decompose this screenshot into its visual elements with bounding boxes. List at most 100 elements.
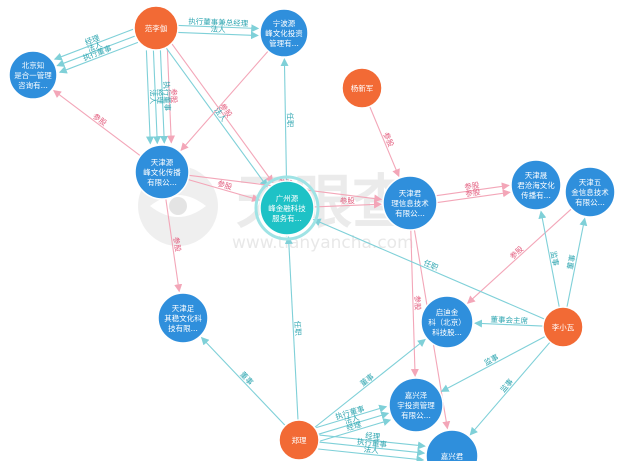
node-circle[interactable] bbox=[564, 166, 616, 218]
node-circle[interactable] bbox=[382, 175, 438, 231]
company-node[interactable]: 天津君理信息技术有限公... bbox=[382, 175, 438, 231]
edge-role bbox=[284, 236, 299, 421]
node-label-line: 有限公... bbox=[395, 208, 425, 218]
node-circle[interactable] bbox=[341, 67, 383, 109]
edge-invest bbox=[166, 49, 176, 144]
node-circle[interactable] bbox=[420, 295, 474, 349]
edge-role bbox=[58, 41, 139, 74]
edge-role bbox=[200, 336, 286, 426]
edge-role bbox=[316, 404, 388, 429]
node-circle[interactable] bbox=[8, 50, 58, 100]
company-node[interactable]: 广州源峰金融科技服务有... bbox=[254, 175, 320, 241]
company-node[interactable]: 嘉兴泽宇投资管理有限公... bbox=[388, 377, 444, 433]
edge-label: 参股 bbox=[464, 179, 481, 191]
edge-label: 任职 bbox=[422, 257, 440, 272]
node-label-line: 服务有... bbox=[272, 213, 302, 223]
edge-role bbox=[566, 217, 588, 308]
edge-invest bbox=[436, 182, 510, 197]
node-highlight-ring bbox=[254, 175, 320, 241]
node-label-line: 天津君 bbox=[399, 189, 422, 198]
edge-invest bbox=[171, 43, 274, 184]
node-circle[interactable] bbox=[259, 180, 315, 236]
node-label-line: 其稳文化科 bbox=[164, 313, 202, 323]
node-circle[interactable] bbox=[542, 306, 584, 348]
company-node[interactable]: 天津足其稳文化科技有限... bbox=[157, 292, 209, 344]
edge-invest bbox=[369, 106, 400, 178]
node-label-line: 君沧海文化 bbox=[517, 180, 555, 190]
node-circle[interactable] bbox=[133, 5, 179, 51]
node-label-line: 峰文化传播 bbox=[143, 167, 181, 177]
node-label-line: 郑理 bbox=[292, 435, 307, 445]
company-node[interactable]: 天津五金信息技术有限公... bbox=[564, 166, 616, 218]
edge-label: 任职 bbox=[293, 320, 304, 336]
node-label-line: 启迪金 bbox=[436, 307, 459, 317]
edge-label: 法人 bbox=[148, 89, 159, 105]
edge-invest bbox=[437, 189, 511, 204]
node-label-line: 广州源 bbox=[276, 193, 299, 203]
edge-label: 参股 bbox=[465, 186, 482, 198]
edge-role bbox=[145, 50, 155, 145]
node-label-line: 杨新军 bbox=[351, 83, 374, 93]
edge-label: 董事 bbox=[358, 371, 376, 388]
edge-label: 参股 bbox=[413, 295, 423, 311]
node-circle[interactable] bbox=[134, 144, 190, 200]
edge-label: 董事 bbox=[565, 253, 578, 270]
company-node[interactable]: 嘉兴君 bbox=[425, 429, 479, 461]
edge-label: 执行董事兼总经理 bbox=[188, 16, 249, 28]
node-label-line: 宇投资管理 bbox=[397, 400, 435, 410]
edge-role bbox=[314, 338, 426, 428]
edge-invest bbox=[165, 198, 183, 293]
node-circle[interactable] bbox=[510, 159, 562, 211]
edge-label: 监事 bbox=[549, 250, 562, 267]
node-circle[interactable] bbox=[259, 8, 309, 58]
person-node[interactable]: 范李伽 bbox=[133, 5, 179, 51]
edge-label: 参股 bbox=[507, 243, 525, 261]
edge-layer bbox=[53, 24, 588, 461]
node-circle[interactable] bbox=[425, 429, 479, 461]
person-node[interactable]: 杨新军 bbox=[341, 67, 383, 109]
edge-label: 参股 bbox=[91, 111, 109, 128]
node-label-line: 嘉兴君 bbox=[441, 451, 464, 461]
edge-label: 经理 bbox=[365, 430, 381, 442]
node-label-line: 天津足 bbox=[172, 304, 195, 313]
node-label-line: 传播有... bbox=[521, 190, 551, 200]
edge-invest bbox=[313, 200, 382, 209]
edge-invest bbox=[187, 178, 261, 202]
edge-role bbox=[159, 49, 169, 144]
node-circle[interactable] bbox=[278, 419, 320, 461]
company-node[interactable]: 启迪金科（北京）科技股... bbox=[420, 295, 474, 349]
node-circle[interactable] bbox=[157, 292, 209, 344]
edge-label: 董事会主席 bbox=[490, 314, 528, 326]
node-label-line: 金信息技术 bbox=[571, 187, 609, 197]
person-node[interactable]: 李小瓦 bbox=[542, 306, 584, 348]
company-node[interactable]: 宁波源峰文化投资管理有... bbox=[259, 8, 309, 58]
edge-label: 参股 bbox=[340, 195, 356, 206]
node-label-line: 峰金融科技 bbox=[268, 203, 306, 213]
person-node[interactable]: 郑理 bbox=[278, 419, 320, 461]
edge-invest bbox=[410, 229, 419, 377]
edge-role bbox=[440, 335, 546, 392]
node-label-line: 嘉兴泽 bbox=[405, 390, 428, 400]
edge-label: 参股 bbox=[169, 88, 180, 104]
edge-label: 董事 bbox=[238, 369, 256, 387]
node-label-line: 李小瓦 bbox=[552, 322, 575, 332]
company-node[interactable]: 北京知是合一管理咨询有... bbox=[8, 50, 58, 100]
company-node[interactable]: 天津源峰文化传播有限公... bbox=[134, 144, 190, 200]
node-label-line: 宁波源 bbox=[273, 18, 296, 28]
edge-label: 监事 bbox=[498, 376, 516, 394]
edge-label: 执行董事 bbox=[357, 436, 388, 449]
edge-role bbox=[319, 434, 426, 450]
edge-role bbox=[152, 50, 162, 145]
company-node[interactable]: 天津晟君沧海文化传播有... bbox=[510, 159, 562, 211]
edge-label: 任职 bbox=[285, 112, 295, 128]
edge-label: 执行董事 bbox=[162, 81, 173, 112]
node-circle[interactable] bbox=[388, 377, 444, 433]
edge-role bbox=[280, 58, 289, 182]
node-label-line: 天津晟 bbox=[525, 171, 548, 180]
edge-role bbox=[469, 341, 551, 436]
node-label-line: 理信息技术 bbox=[391, 198, 429, 208]
edge-role bbox=[318, 411, 390, 435]
